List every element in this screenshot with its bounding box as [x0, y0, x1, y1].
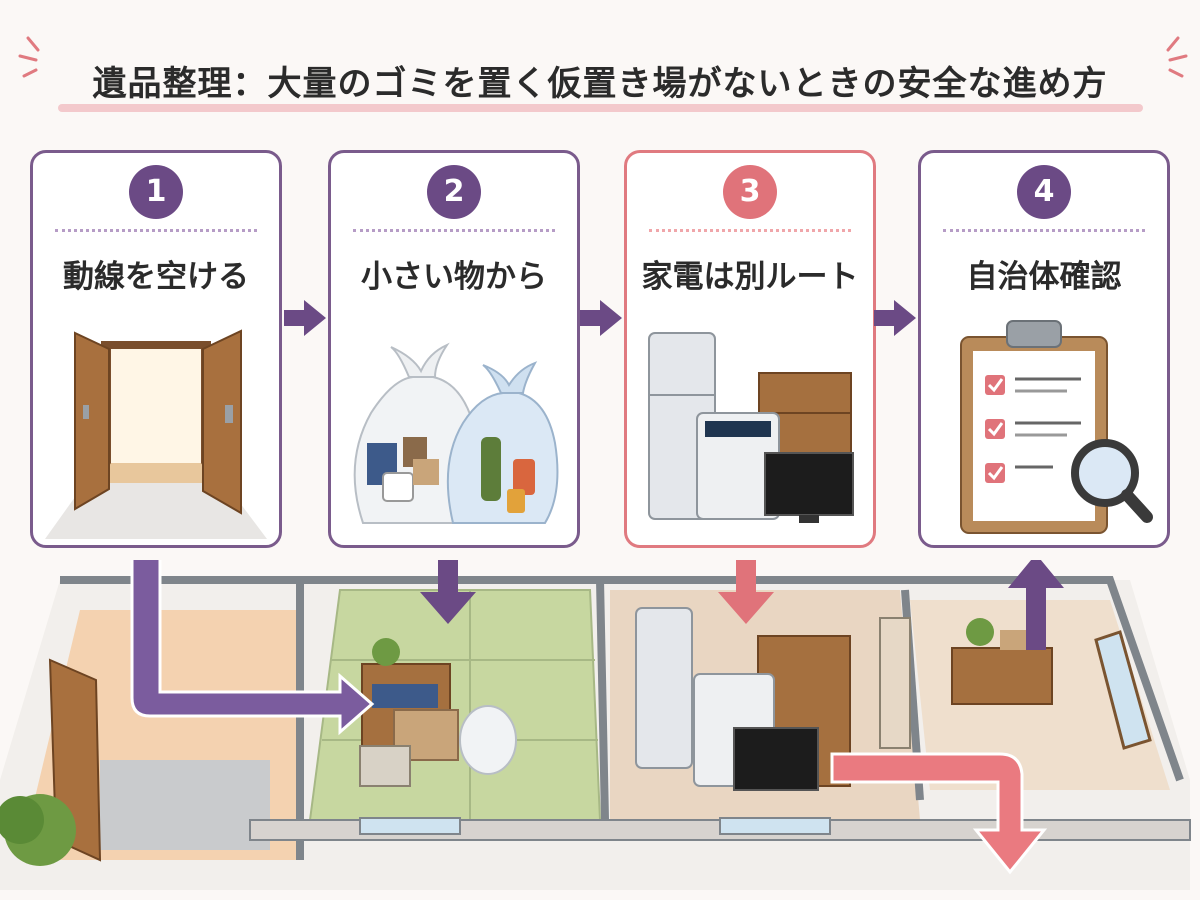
next-arrow-icon — [580, 300, 622, 336]
accent-marks-left-icon — [18, 36, 40, 78]
book-stack — [359, 745, 411, 787]
potted-plant — [966, 618, 994, 646]
dotted-divider — [55, 229, 257, 232]
door-icon — [45, 329, 267, 539]
route-arrow-purple — [130, 560, 375, 736]
low-cabinet — [951, 647, 1053, 705]
title-area: 遺品整理：大量のゴミを置く仮置き場がないときの安全な進め方 — [0, 36, 1200, 120]
floor-plan-illustration — [0, 560, 1191, 890]
next-arrow-icon — [874, 300, 916, 336]
genkan-tiles — [100, 760, 270, 850]
step-label: 家電は別ルート — [641, 259, 859, 295]
exit-route-arrow-pink — [830, 752, 1048, 875]
refrigerator — [635, 607, 693, 769]
checklist-clipboard-icon — [960, 320, 1153, 534]
next-arrow-icon — [284, 300, 326, 336]
television — [733, 727, 819, 791]
step-label: 小さい物から — [361, 259, 547, 295]
trash-bag — [459, 705, 517, 775]
step-card-3: 3 家電は別ルート — [624, 150, 876, 548]
step-label: 動線を空ける — [63, 259, 249, 295]
page-title: 遺品整理：大量のゴミを置く仮置き場がないときの安全な進め方 — [92, 64, 1108, 104]
dotted-divider — [649, 229, 851, 232]
title-underline — [58, 104, 1143, 112]
down-arrow-purple — [420, 560, 476, 624]
step-card-4: 4 自治体確認 — [918, 150, 1170, 548]
accent-marks-right-icon — [1166, 36, 1188, 78]
window — [1094, 630, 1152, 750]
down-arrow-pink — [718, 560, 774, 624]
dotted-divider — [943, 229, 1145, 232]
step-number: 2 — [427, 165, 481, 219]
step-card-1: 1 動線を空ける — [30, 150, 282, 548]
step-number: 4 — [1017, 165, 1071, 219]
potted-plant — [372, 638, 400, 666]
dotted-divider — [353, 229, 555, 232]
step-number: 3 — [723, 165, 777, 219]
trash-bags-icon — [353, 342, 559, 524]
step-number: 1 — [129, 165, 183, 219]
appliances-icon — [648, 332, 854, 523]
step-card-2: 2 小さい物から — [328, 150, 580, 548]
step-label: 自治体確認 — [966, 259, 1122, 295]
up-arrow-purple — [1008, 560, 1064, 650]
